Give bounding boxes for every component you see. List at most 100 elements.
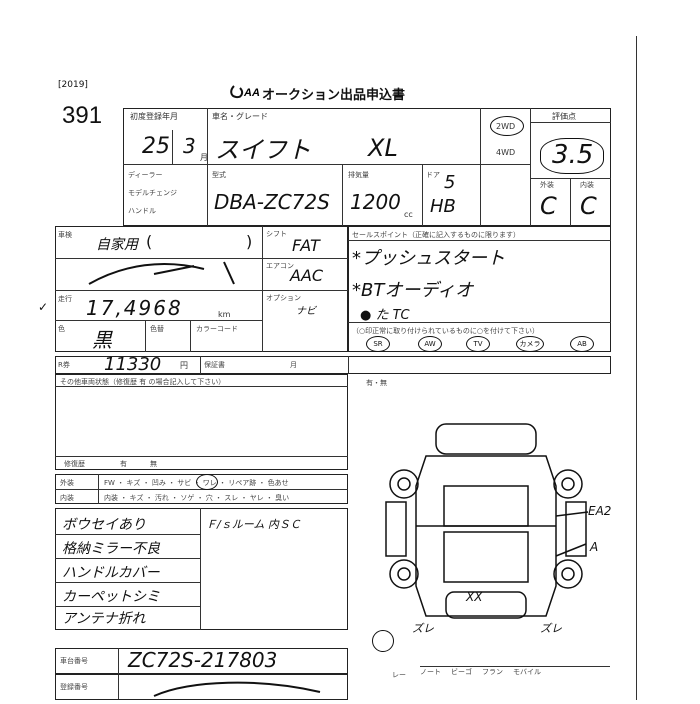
grade: XL xyxy=(368,134,398,162)
reg-month: 3 xyxy=(183,134,196,158)
option-value: ナビ xyxy=(296,306,316,317)
color-value: 黒 xyxy=(92,328,112,352)
mileage-label: 走行 xyxy=(58,295,72,303)
interior-row: 内装 ・ キズ ・ 汚れ ・ ソゲ ・ 穴 ・ スレ ・ ヤレ ・ 臭い xyxy=(104,494,290,502)
displacement: 1200 xyxy=(350,190,401,214)
int-label: 内装 xyxy=(580,181,594,189)
note-2: 格納ミラー不良 xyxy=(62,541,160,557)
score-label: 評価点 xyxy=(552,112,576,121)
color-code-label: カラーコード xyxy=(196,325,238,333)
note-3: ハンドルカバー xyxy=(62,565,160,581)
footer-note: レー xyxy=(392,671,406,679)
diag-mark-a: A xyxy=(590,540,599,554)
inspection-label: 車検 xyxy=(58,231,72,239)
reg-scribble xyxy=(150,676,330,704)
drive-2wd-circle xyxy=(490,116,524,136)
equip-icon-ab: AB xyxy=(570,336,594,352)
color-change-label: 色替 xyxy=(150,325,164,333)
month-label: 月 xyxy=(290,361,297,369)
note-5: アンテナ折れ xyxy=(62,611,146,627)
equip-icon-tv: TV xyxy=(466,336,490,352)
reg-label: 初度登録年月 xyxy=(130,112,178,121)
footer-codes: ノート ビーゴ フラン モバイル xyxy=(420,666,610,681)
mileage-check: ✓ xyxy=(38,300,49,314)
chassis-number: ZC72S-217803 xyxy=(128,648,278,672)
model-name: スイフト xyxy=(215,136,311,164)
handwritten-notes-box xyxy=(55,508,348,630)
recycle-label: R券 xyxy=(58,361,70,369)
chassis-label: 車台番号 xyxy=(60,657,88,665)
notes-title: その他車両状態（修復歴 有 の場合記入して下さい） xyxy=(60,378,226,386)
mileage-scribble xyxy=(84,254,254,298)
sales-extra: ● た TC xyxy=(360,308,410,323)
note-4: カーペットシミ xyxy=(62,589,160,605)
drive-4wd: 4WD xyxy=(496,148,516,157)
paren-close: ) xyxy=(246,232,253,251)
recycle-unit: 円 xyxy=(180,361,188,370)
note-right: Ｆ/ｓルーム 内ＳＣ xyxy=(206,518,301,531)
displacement-label: 排気量 xyxy=(348,171,369,179)
page-edge-line xyxy=(636,36,637,700)
footer-code-4: モバイル xyxy=(513,668,541,676)
month-unit: 月 xyxy=(200,153,208,162)
color-label: 色 xyxy=(58,325,65,333)
recycle-row xyxy=(55,356,611,374)
diag-mark-xx: XX xyxy=(466,590,483,604)
paren-open: ( xyxy=(146,232,153,251)
interior-label: 内装 xyxy=(60,494,74,502)
form-title: オークション出品申込書 xyxy=(262,88,406,103)
footer-code-2: ビーゴ xyxy=(451,668,472,676)
stamp-circle xyxy=(372,630,394,652)
equip-icon-camera: カメラ xyxy=(516,336,544,352)
footer-code-1: ノート xyxy=(420,668,441,676)
repair-history-label: 修復歴 xyxy=(64,460,85,468)
type-label: 型式 xyxy=(212,171,226,179)
vehicle-info-box xyxy=(123,108,611,226)
reg-year: 25 xyxy=(142,134,170,159)
ext-label: 外装 xyxy=(540,181,554,189)
ext-grade: C xyxy=(540,192,557,220)
model-code: DBA-ZC72S xyxy=(214,190,330,214)
ac-label: エアコン xyxy=(266,262,294,270)
warranty-label: 保証書 xyxy=(204,361,225,369)
repair-no: 無 xyxy=(150,460,157,468)
shift-value: FAT xyxy=(292,236,320,255)
recycle-amount: 11330 xyxy=(104,354,162,375)
model-year-label: モデルチェンジ xyxy=(128,189,177,197)
equip-caption: （○印正常に取り付けられているものに○を付けて下さい） xyxy=(352,327,540,335)
body-type: HB xyxy=(430,196,456,217)
repair-yes: 有 xyxy=(120,460,127,468)
brand-logo: AA xyxy=(228,84,262,100)
int-grade: C xyxy=(580,192,597,220)
diag-mark-zure-right: ズレ xyxy=(540,622,562,635)
lot-number: 391 xyxy=(62,102,103,129)
handle-label: ハンドル xyxy=(128,207,156,215)
sales-point-1: *プッシュスタート xyxy=(352,248,505,269)
svg-text:AA: AA xyxy=(243,87,260,99)
note-1: ボウセイあり xyxy=(62,517,146,533)
notes-box xyxy=(55,374,348,470)
doors-label: ドア xyxy=(426,171,440,179)
mileage-unit: km xyxy=(218,310,231,319)
details-box-left xyxy=(55,226,348,352)
mileage-value: 17,4968 xyxy=(86,296,183,320)
sales-point-label: セールスポイント（正確に記入するものに限ります） xyxy=(352,231,520,239)
car-diagram xyxy=(376,416,596,632)
doors: 5 xyxy=(444,172,456,193)
inspection-value: 自家用 xyxy=(96,237,138,253)
exterior-label: 外装 xyxy=(60,479,74,487)
diag-mark-ea2: EA2 xyxy=(588,504,612,518)
ac-value: AAC xyxy=(290,266,324,285)
displacement-unit: cc xyxy=(404,210,413,219)
manual-label: 有・無 xyxy=(366,379,387,387)
equip-icon-aw: AW xyxy=(418,336,442,352)
year-tag: [2019] xyxy=(58,80,88,90)
dealer-label: ディーラー xyxy=(128,171,163,179)
sales-point-2: *BTオーディオ xyxy=(352,280,474,301)
footer-code-3: フラン xyxy=(482,668,503,676)
shift-label: シフト xyxy=(266,230,287,238)
equip-icon-sr: SR xyxy=(366,336,390,352)
option-label: オプション xyxy=(266,294,301,302)
diag-mark-zure-left: ズレ xyxy=(412,622,434,635)
reg-number-label: 登録番号 xyxy=(60,683,88,691)
